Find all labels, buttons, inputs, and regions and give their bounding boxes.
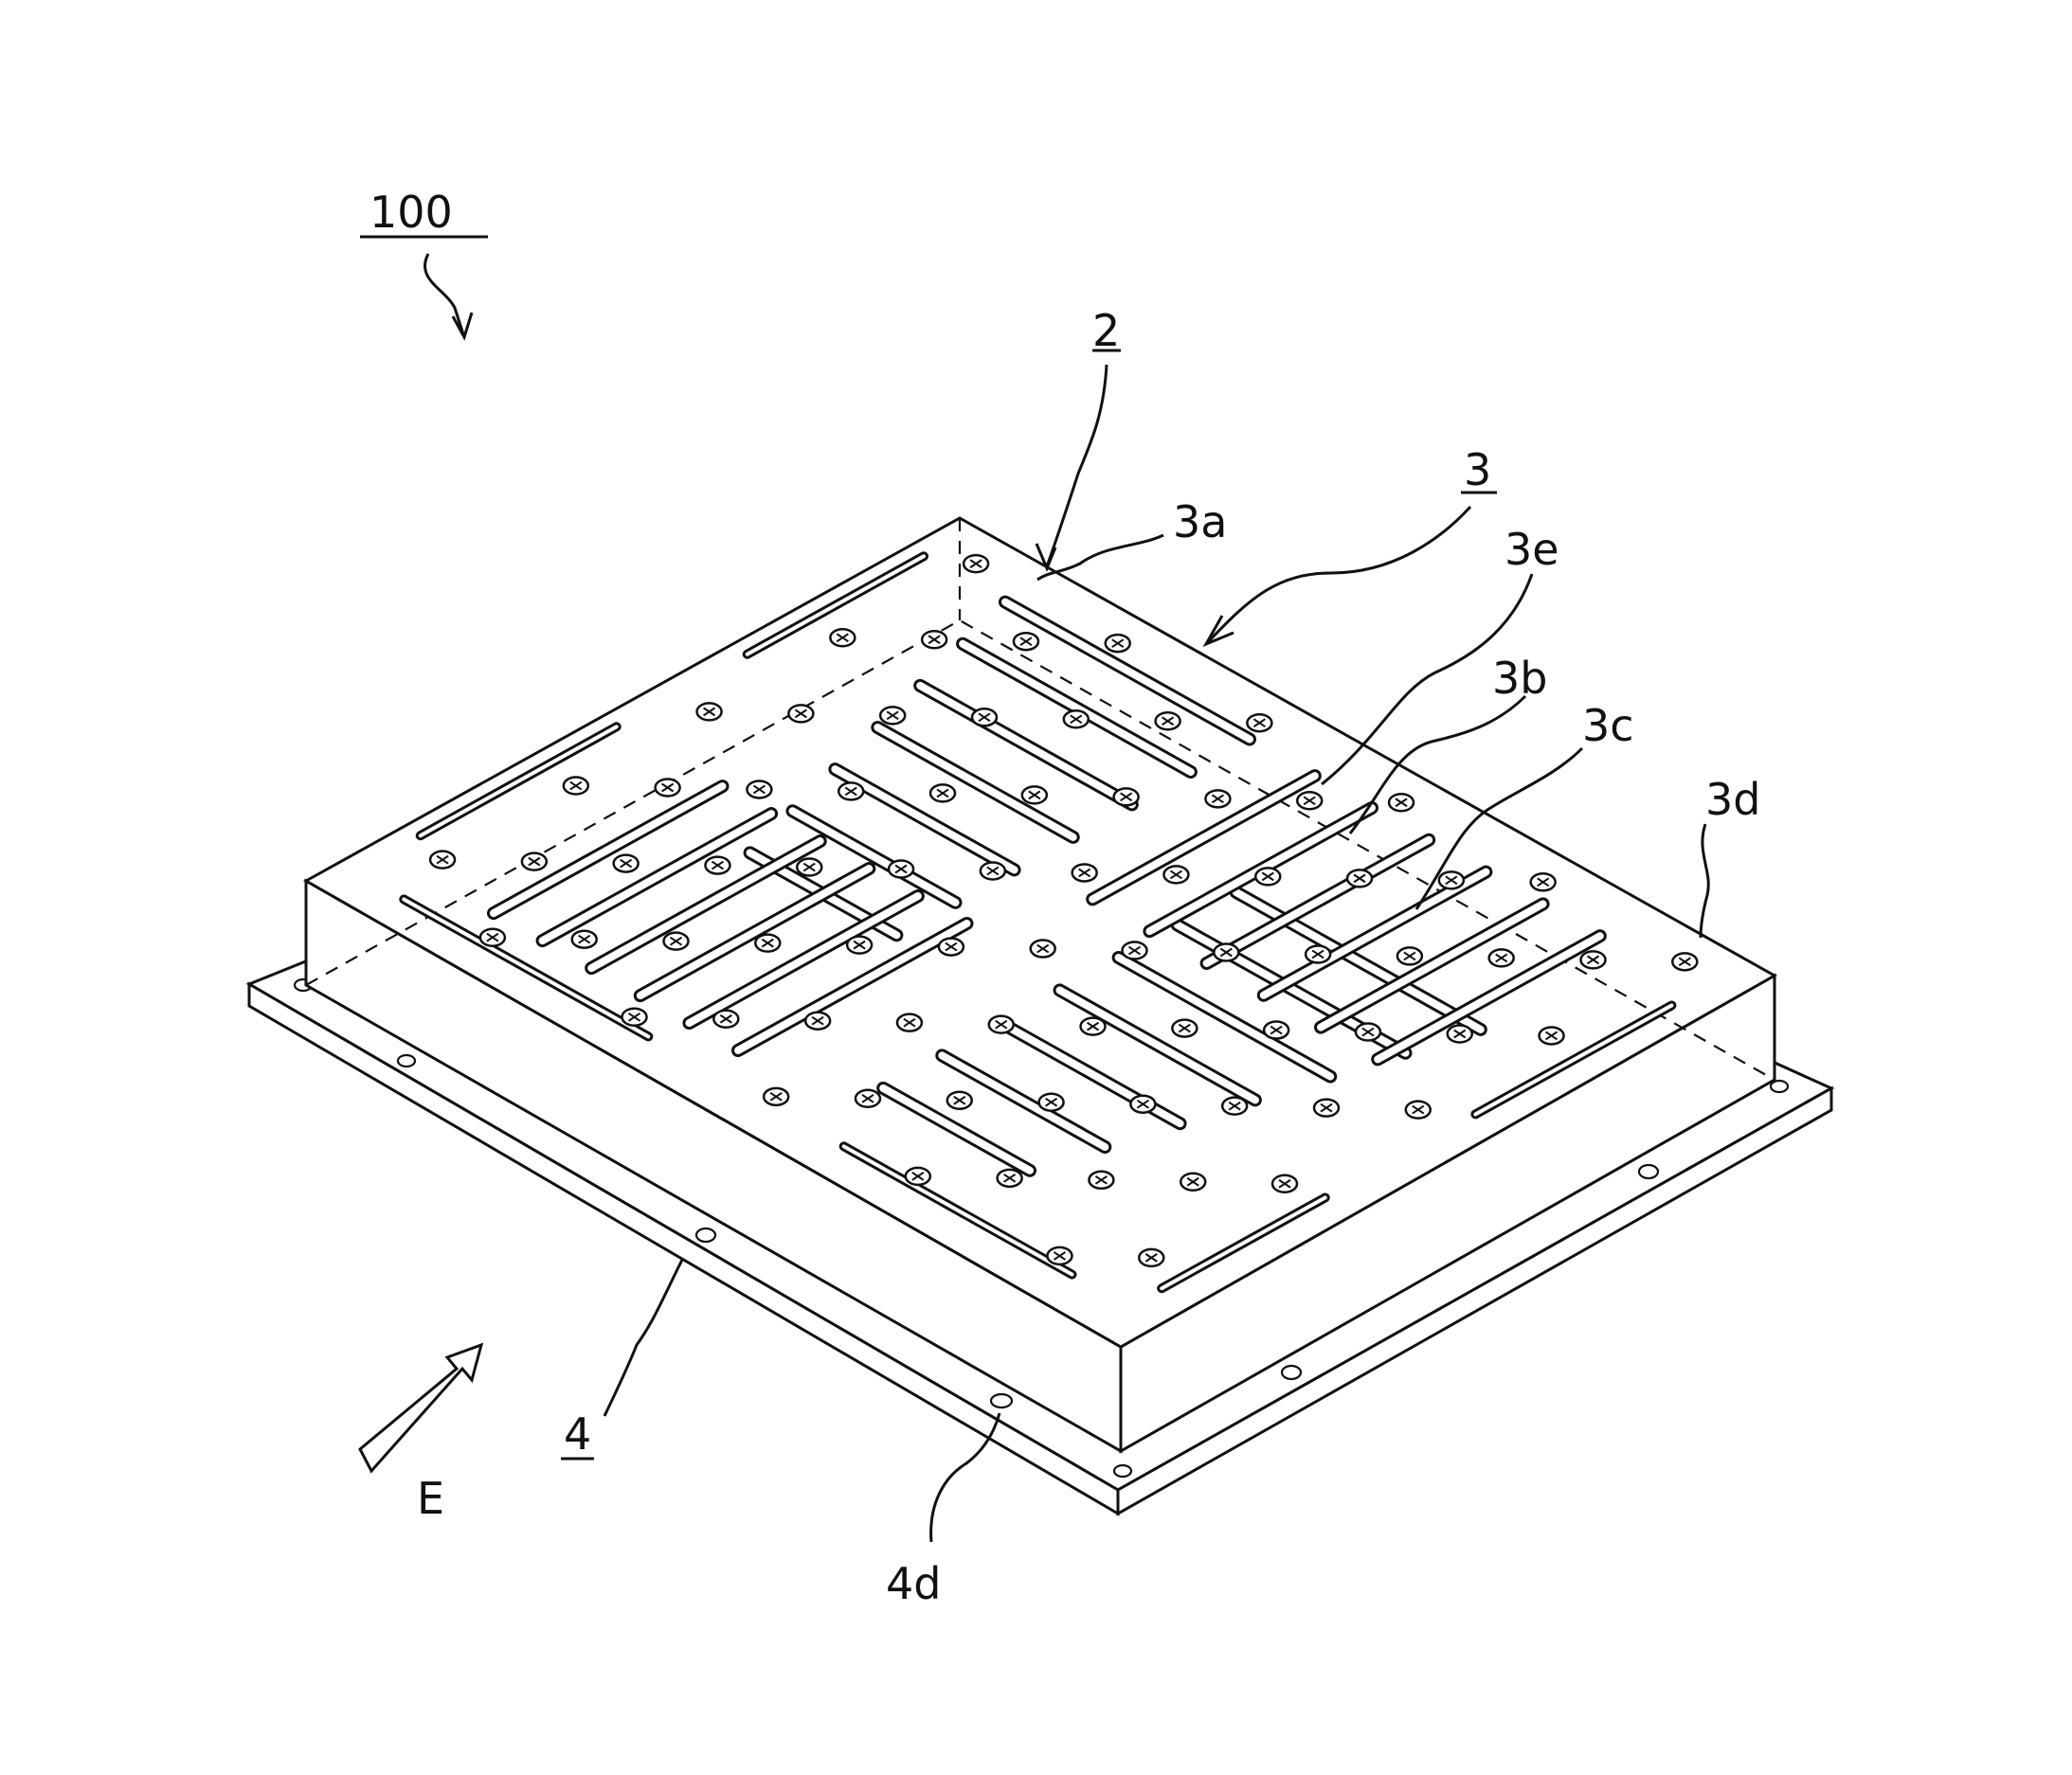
fastener-hole (1039, 1094, 1064, 1111)
fastener-hole (480, 929, 505, 946)
fastener-hole (797, 859, 821, 876)
fastener-hole (1222, 1098, 1247, 1115)
leader-100-arrow (425, 254, 472, 337)
label-3a: 3a (1173, 496, 1227, 547)
fastener-hole (1114, 788, 1139, 805)
label-3b: 3b (1492, 653, 1547, 704)
label-100: 100 (369, 187, 453, 238)
fastener-hole (830, 629, 855, 646)
cooling-block (306, 518, 1775, 1451)
fastener-hole (889, 861, 913, 878)
fastener-hole (1347, 870, 1372, 887)
fastener-hole (856, 1090, 880, 1107)
fastener-hole (1064, 710, 1089, 727)
fastener-hole (964, 555, 988, 572)
fastener-hole (838, 782, 863, 799)
fastener-hole (930, 784, 955, 801)
fastener-hole (947, 1092, 972, 1109)
fastener-hole (1081, 1018, 1106, 1035)
fastener-hole (755, 935, 780, 952)
fastener-hole (972, 708, 997, 726)
fastener-hole (1540, 1027, 1564, 1044)
fastener-hole (1297, 792, 1322, 809)
direction-arrow-e (360, 1345, 481, 1471)
fastener-hole (764, 1088, 788, 1105)
fastener-hole (1014, 633, 1038, 650)
fastener-hole (622, 1009, 647, 1026)
fastener-hole (939, 939, 964, 956)
leader-2 (1036, 365, 1107, 568)
fastener-hole (522, 853, 547, 870)
fastener-hole (1163, 866, 1188, 883)
fastener-hole (906, 1168, 930, 1185)
fastener-hole (1439, 871, 1464, 888)
fastener-hole (1123, 942, 1147, 959)
fastener-hole (1047, 1247, 1072, 1264)
fastener-hole (1031, 941, 1055, 958)
fastener-hole (847, 937, 872, 954)
label-2: 2 (1092, 305, 1120, 356)
fastener-hole (572, 931, 597, 948)
fastener-hole (747, 780, 771, 798)
fastener-hole (1214, 943, 1238, 960)
fastener-hole (564, 778, 588, 795)
fastener-hole (1089, 1172, 1113, 1189)
fastener-hole (430, 852, 455, 869)
fastener-hole (1389, 794, 1414, 811)
fastener-hole (1272, 1175, 1297, 1192)
fastener-hole (1672, 953, 1697, 970)
fastener-hole (788, 705, 813, 722)
fastener-hole (1406, 1102, 1431, 1119)
fastener-hole (880, 707, 905, 724)
fastener-hole (1314, 1100, 1339, 1117)
fastener-hole (981, 862, 1005, 879)
fastener-hole (614, 855, 639, 872)
fastener-hole (1581, 951, 1606, 968)
fastener-hole (656, 779, 680, 796)
label-4: 4 (564, 1408, 591, 1460)
fastener-hole (1489, 949, 1514, 966)
label-e: E (417, 1473, 444, 1524)
fastener-hole (998, 1170, 1022, 1187)
fastener-hole (1306, 945, 1330, 962)
fastener-hole (713, 1011, 738, 1028)
fastener-hole (1397, 947, 1422, 964)
fastener-hole (922, 631, 946, 648)
fastener-hole (1106, 635, 1130, 652)
fastener-hole (1448, 1026, 1472, 1043)
fastener-hole (805, 1013, 830, 1030)
fastener-hole (664, 933, 689, 950)
label-3d: 3d (1705, 774, 1760, 825)
label-3: 3 (1464, 444, 1491, 495)
label-3e: 3e (1504, 524, 1559, 575)
label-3c: 3c (1582, 700, 1634, 751)
fastener-hole (1072, 864, 1097, 881)
fastener-hole (1247, 714, 1271, 731)
label-4d: 4d (886, 1558, 941, 1609)
fastener-hole (989, 1016, 1014, 1033)
leader-3 (1206, 507, 1470, 644)
fastener-hole (1180, 1174, 1205, 1191)
fastener-hole (897, 1014, 922, 1031)
leader-3d (1701, 824, 1708, 938)
fastener-hole (1172, 1020, 1197, 1037)
leader-4 (604, 1260, 682, 1416)
fastener-hole (1130, 1096, 1155, 1113)
fastener-hole (1139, 1249, 1163, 1266)
fastener-hole (705, 857, 730, 874)
fastener-hole (1356, 1024, 1380, 1041)
fastener-hole (1205, 790, 1230, 807)
fastener-hole (1531, 873, 1556, 890)
fastener-hole (1264, 1022, 1288, 1039)
fastener-hole (1156, 712, 1180, 729)
fastener-hole (1255, 868, 1280, 885)
fastener-hole (1022, 786, 1047, 803)
fastener-hole (697, 703, 722, 720)
